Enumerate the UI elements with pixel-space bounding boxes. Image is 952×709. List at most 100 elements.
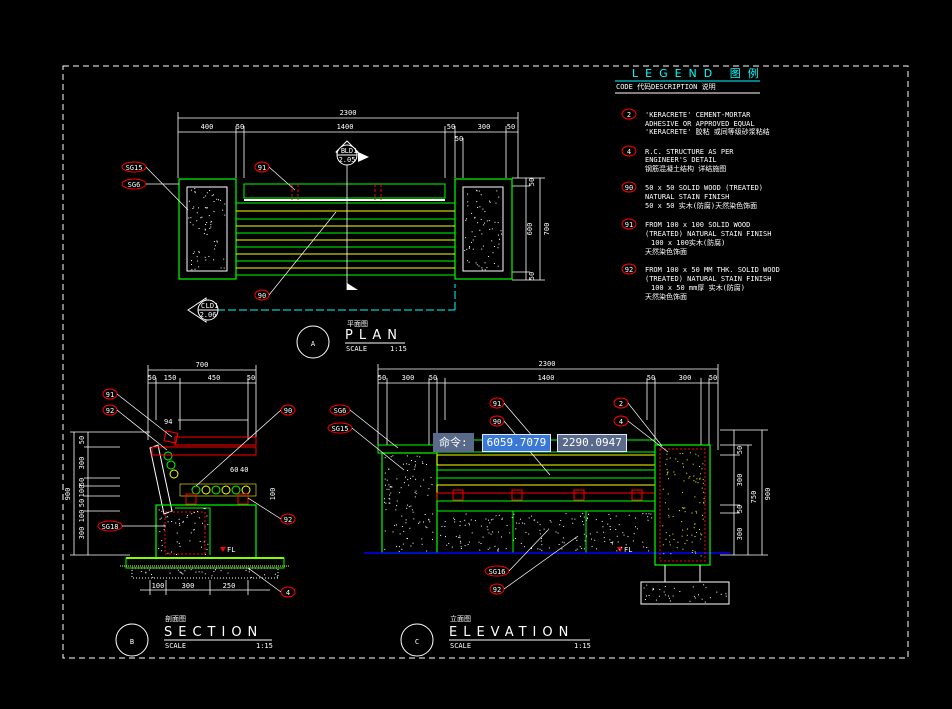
section-tag-91[interactable]: 91 — [102, 388, 173, 438]
section-tag-92[interactable]: 92 — [102, 404, 168, 451]
svg-text:90: 90 — [258, 292, 266, 300]
elevation-tag-sg15[interactable]: SG15 — [327, 422, 405, 471]
plan-pedestal-left[interactable] — [178, 178, 237, 280]
elevation-tag-2[interactable]: 2 — [613, 397, 663, 447]
hatch-dot — [494, 545, 496, 547]
hatch-dot — [444, 526, 446, 528]
hatch-dot — [480, 543, 482, 544]
plan-seat-slats[interactable] — [235, 202, 456, 276]
plan-view[interactable]: 2300 400 50 1400 50 300 50 50 50 600 700… — [121, 109, 551, 359]
hatch-dot — [207, 543, 209, 545]
section-dimensions-top — [147, 365, 257, 440]
hatch-dot — [681, 535, 683, 537]
hatch-dot — [686, 459, 688, 461]
hatch-dot — [495, 515, 497, 517]
coordinate-y-field[interactable]: 2290.0947 — [557, 433, 627, 452]
svg-text:92: 92 — [493, 586, 501, 594]
section-tag-92-lower[interactable]: 92 — [247, 497, 296, 525]
svg-text:(TREATED) NATURAL STAIN FINISH: (TREATED) NATURAL STAIN FINISH — [645, 230, 771, 238]
svg-text:天然染色饰面: 天然染色饰面 — [645, 247, 687, 256]
hatch-dot — [406, 455, 408, 457]
elevation-tag-sg6[interactable]: SG6 — [329, 404, 399, 449]
plan-pedestal-right[interactable] — [454, 178, 513, 280]
legend-item-90: 90 50 x 50 SOLID WOOD (TREATED) NATURAL … — [621, 181, 763, 210]
hatch-dot — [709, 597, 711, 599]
hatch-dot — [682, 548, 684, 550]
section-view[interactable]: 700 50 150 450 50 50 300 50 100 300 900 … — [64, 361, 296, 657]
hatch-dot — [194, 191, 196, 193]
elevation-tag-92[interactable]: 92 — [489, 535, 579, 595]
hatch-dot — [604, 541, 606, 542]
hatch-dot — [406, 463, 408, 465]
hatch-dot — [557, 532, 559, 534]
hatch-dot — [204, 228, 206, 230]
svg-text:900: 900 — [64, 488, 72, 501]
hatch-dot — [616, 535, 618, 537]
section-tag-sg18[interactable]: SG18 — [97, 520, 166, 532]
plan-tag-90[interactable]: 90 — [254, 211, 337, 301]
hatch-dot — [203, 541, 205, 543]
hatch-dot — [576, 539, 578, 541]
section-tag-90[interactable]: 90 — [195, 404, 296, 487]
elevation-view[interactable]: 2300 50 300 50 1400 50 300 50 50 300 50 … — [327, 360, 772, 657]
svg-text:剖面图: 剖面图 — [165, 614, 186, 623]
hatch-dot — [196, 220, 198, 222]
hatch-dot — [495, 202, 497, 204]
svg-text:4: 4 — [619, 418, 623, 426]
hatch-dot — [159, 531, 161, 533]
elevation-tag-sg16[interactable]: SG16 — [484, 529, 549, 577]
hatch-dot — [716, 591, 718, 593]
hatch-dot — [668, 595, 669, 597]
hatch-dot — [178, 542, 180, 544]
hatch-dot — [214, 245, 216, 247]
hatch-dot — [471, 241, 472, 243]
hatch-dot — [405, 476, 406, 478]
hatch-dot — [498, 234, 499, 236]
hatch-dot — [203, 508, 205, 509]
hatch-dot — [589, 533, 591, 535]
hatch-dot — [702, 514, 703, 516]
plan-tag-sg6[interactable]: SG6 — [121, 178, 179, 190]
hatch-dot — [666, 474, 668, 476]
hatch-dot — [684, 511, 686, 513]
plan-tag-91[interactable]: 91 — [254, 161, 296, 191]
command-line[interactable]: 命令: 6059.7079 2290.0947 — [433, 433, 627, 452]
section-seat-slats[interactable] — [179, 483, 257, 505]
hatch-dot — [477, 222, 479, 224]
plan-cut-marker-b[interactable]: B LD1 2.05 — [335, 140, 369, 166]
hatch-dot — [210, 221, 212, 223]
hatch-dot — [489, 547, 491, 549]
elevation-pedestal-right[interactable] — [640, 444, 730, 605]
svg-text:300: 300 — [478, 123, 491, 131]
svg-text:100 x 50 mm厚 实木(防腐): 100 x 50 mm厚 实木(防腐) — [651, 283, 745, 292]
hatch-dot — [167, 521, 169, 523]
hatch-dot — [209, 190, 211, 191]
hatch-dot — [216, 198, 218, 200]
hatch-dot — [445, 536, 446, 538]
section-backrest[interactable] — [149, 419, 257, 515]
svg-text:100: 100 — [78, 485, 86, 498]
hatch-dot — [530, 548, 532, 549]
svg-text:2.05: 2.05 — [339, 156, 356, 164]
hatch-dot — [622, 532, 624, 534]
hatch-dot — [525, 532, 527, 533]
coordinate-x-field[interactable]: 6059.7079 — [481, 433, 552, 452]
section-pedestal[interactable] — [120, 504, 290, 579]
section-tag-4[interactable]: 4 — [247, 567, 296, 598]
plan-cut-marker-c[interactable]: C LD1 2.06 — [187, 297, 219, 323]
elevation-tag-4[interactable]: 4 — [613, 415, 669, 453]
hatch-dot — [224, 203, 226, 205]
elevation-pedestal-left[interactable] — [377, 444, 438, 554]
svg-text:LD1: LD1 — [206, 302, 219, 310]
hatch-dot — [477, 207, 479, 208]
hatch-dot — [188, 200, 190, 202]
hatch-dot — [602, 526, 604, 528]
elevation-bench[interactable] — [364, 439, 730, 554]
plan-backrest-rail[interactable] — [243, 183, 446, 201]
hatch-dot — [539, 548, 541, 550]
hatch-dot — [205, 224, 207, 225]
svg-text:C: C — [201, 302, 205, 310]
plan-tag-sg15[interactable]: SG15 — [121, 161, 189, 211]
